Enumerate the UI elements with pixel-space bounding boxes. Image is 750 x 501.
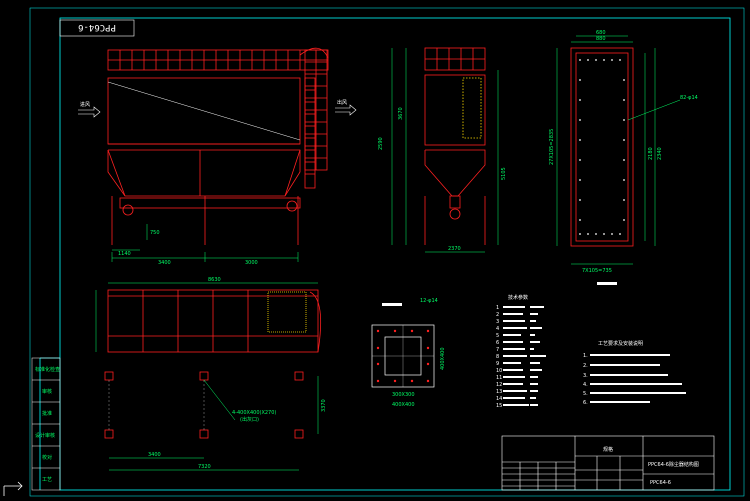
legend-bars: [503, 306, 546, 406]
end-view-label-bar: [597, 282, 617, 285]
flange-400: 400X400: [392, 402, 415, 408]
svg-text:2.: 2.: [583, 363, 588, 369]
title-block-name: PPC64-6除尘器结构图: [648, 461, 699, 468]
svg-text:7: 7: [496, 347, 499, 353]
dim-front-3000: 3000: [245, 260, 258, 266]
dim-end-holes: 82-φ14: [680, 95, 698, 101]
side-dimensions: [391, 48, 499, 253]
end-dimensions: [556, 35, 681, 265]
svg-text:14: 14: [496, 396, 502, 402]
dim-front-3400: 3400: [158, 260, 171, 266]
svg-text:4: 4: [496, 326, 499, 332]
svg-text:1.: 1.: [583, 353, 588, 359]
dim-front-1140: 1140: [118, 251, 131, 257]
dim-end-680: 680: [596, 30, 606, 36]
svg-text:8: 8: [496, 354, 499, 360]
dim-end-bottom: 7X105=735: [582, 268, 612, 274]
svg-text:13: 13: [496, 389, 502, 395]
outlet-arrow: [335, 104, 357, 116]
svg-text:15: 15: [496, 403, 502, 409]
dim-front-750: 750: [150, 230, 160, 236]
flange-detail: [371, 324, 435, 388]
front-view: [107, 47, 329, 245]
dim-side-2370: 2370: [448, 246, 461, 252]
legend-rows: 1 2 3 4 5 6 7 8 9 10 11 12 13 14 15: [496, 305, 502, 409]
svg-text:5.: 5.: [583, 391, 588, 397]
notes-bars: [590, 354, 686, 403]
svg-text:10: 10: [496, 368, 502, 374]
svg-text:11: 11: [496, 375, 502, 381]
title-block: [501, 435, 715, 491]
top-view: [107, 289, 322, 353]
outlet-label: 出风: [337, 99, 347, 106]
svg-text:批准: 批准: [42, 410, 52, 417]
dim-side-2590: 2590: [378, 137, 384, 150]
svg-text:9: 9: [496, 361, 499, 367]
side-view: [424, 47, 486, 245]
drawing-frame: [29, 7, 745, 497]
svg-text:标准化检查: 标准化检查: [35, 366, 60, 373]
svg-text:工艺: 工艺: [42, 477, 52, 483]
legend-title: 技术参数: [508, 294, 528, 301]
stamp-box: PPC64-6: [59, 19, 135, 37]
dim-top-8630: 8630: [208, 277, 221, 283]
svg-text:5: 5: [496, 333, 499, 339]
flange-title-bar: [382, 303, 402, 306]
dim-end-2180: 2180: [648, 147, 654, 160]
svg-text:6: 6: [496, 340, 499, 346]
svg-text:6.: 6.: [583, 400, 588, 406]
svg-text:1: 1: [496, 305, 499, 311]
flange-300: 300X300: [392, 392, 415, 398]
inlet-label: 进风: [80, 101, 90, 108]
sidebar-labels: 标准化检查 审核 批准 设计审核 校对 工艺: [35, 366, 60, 483]
front-dimensions: [111, 224, 299, 262]
svg-text:4.: 4.: [583, 382, 588, 388]
dim-side-3670: 3670: [398, 107, 404, 120]
svg-text:审核: 审核: [42, 388, 52, 395]
flange-holes-label: 12-φ14: [420, 298, 438, 304]
svg-text:3: 3: [496, 319, 499, 325]
flange-side: 400X400: [440, 347, 446, 370]
title-block-label: 规格: [603, 446, 613, 453]
dim-end-2340: 2340: [657, 147, 663, 160]
svg-text:设计审核: 设计审核: [35, 432, 55, 439]
dim-top-7320: 7320: [198, 464, 211, 470]
top-view-dims: [95, 282, 318, 352]
notes-list: 1. 2. 3. 4. 5. 6.: [583, 353, 588, 406]
flange-holes: [376, 329, 430, 383]
notes-title: 工艺要求及安装说明: [598, 340, 643, 347]
sidebar-table: [31, 357, 61, 491]
stamp-text: PPC64-6: [78, 22, 116, 32]
foundation-view: [104, 371, 304, 439]
dim-top-3370: 3370: [321, 399, 327, 412]
title-block-code: PPC64-6: [650, 480, 671, 486]
end-view-holes: [579, 59, 625, 235]
foundation-dims: [109, 376, 319, 471]
inlet-arrow: [78, 106, 101, 118]
ucs-axis-icon: [3, 481, 23, 496]
dim-side-5105: 5105: [501, 167, 507, 180]
dim-top-3400: 3400: [148, 452, 161, 458]
svg-text:2: 2: [496, 312, 499, 318]
svg-text:12: 12: [496, 382, 502, 388]
dim-end-880: 880: [596, 36, 606, 42]
svg-text:校对: 校对: [42, 454, 52, 461]
top-manifold-lattice: [108, 50, 328, 70]
end-view: [570, 47, 634, 247]
svg-text:3.: 3.: [583, 373, 588, 379]
opening-note: 4-400X400(X270): [232, 410, 276, 416]
opening-note2: (出灰口): [240, 416, 259, 423]
dim-end-left: 27X105=2835: [549, 129, 555, 165]
